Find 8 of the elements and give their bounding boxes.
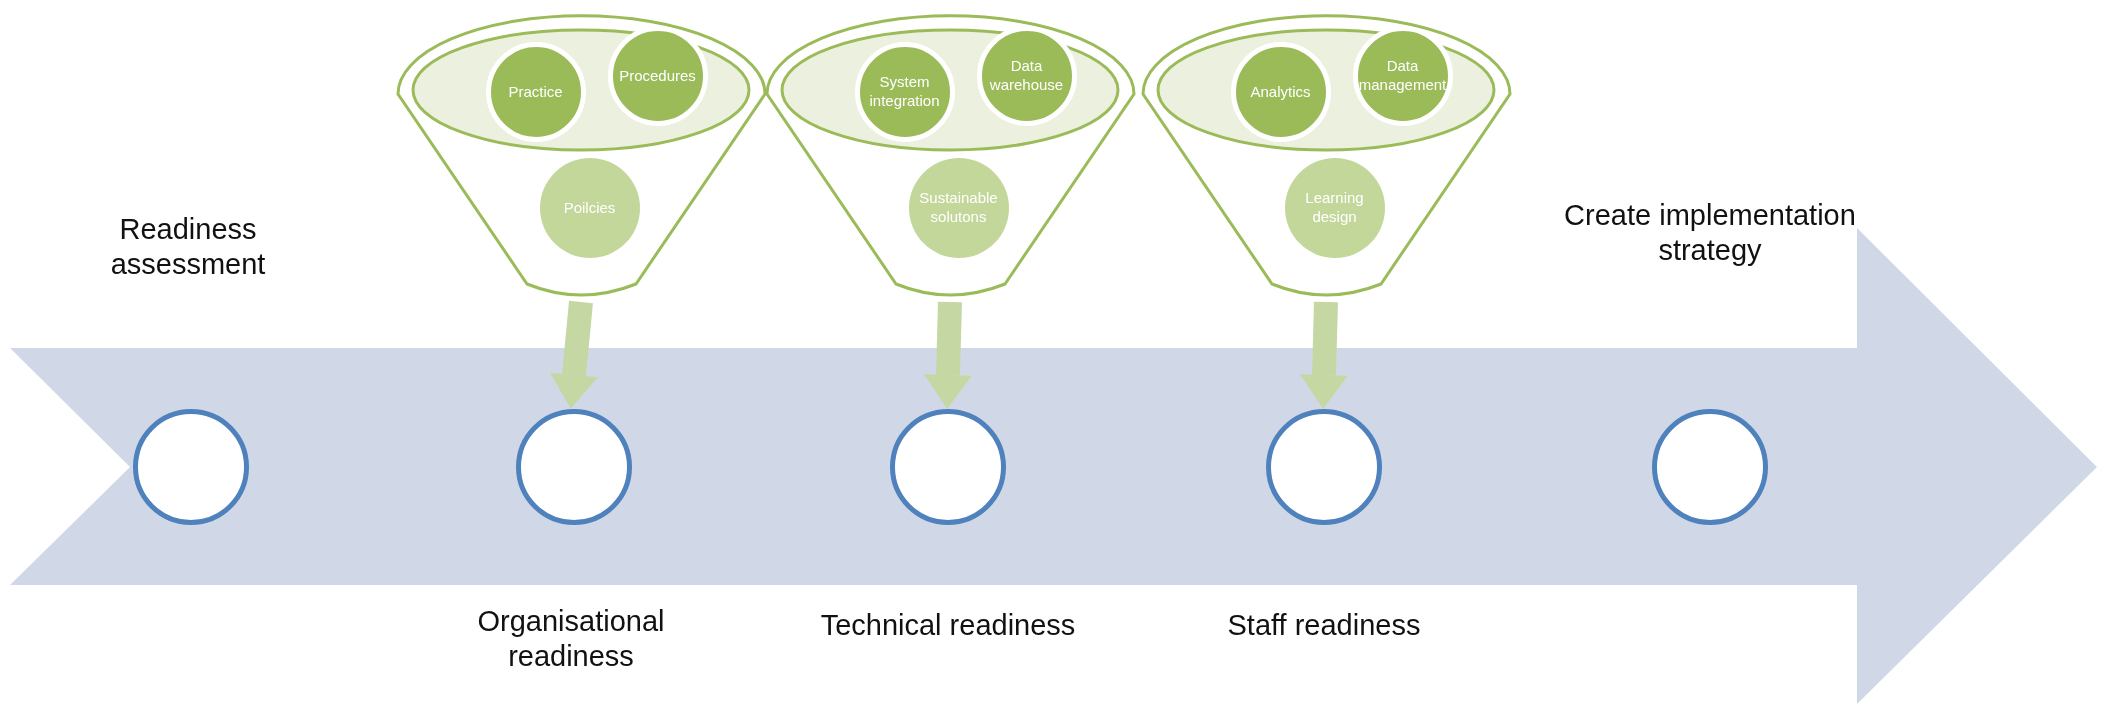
block-arrow (924, 301, 972, 409)
step-label: Organisational readiness (476, 604, 666, 674)
block-arrow (1300, 301, 1348, 409)
step-label: Staff readiness (1226, 608, 1422, 643)
step-label: Technical readiness (819, 608, 1077, 643)
step-label: Create implementation strategy (1563, 198, 1857, 268)
step-label: Readiness assessment (109, 212, 267, 282)
block-arrow (550, 300, 598, 409)
